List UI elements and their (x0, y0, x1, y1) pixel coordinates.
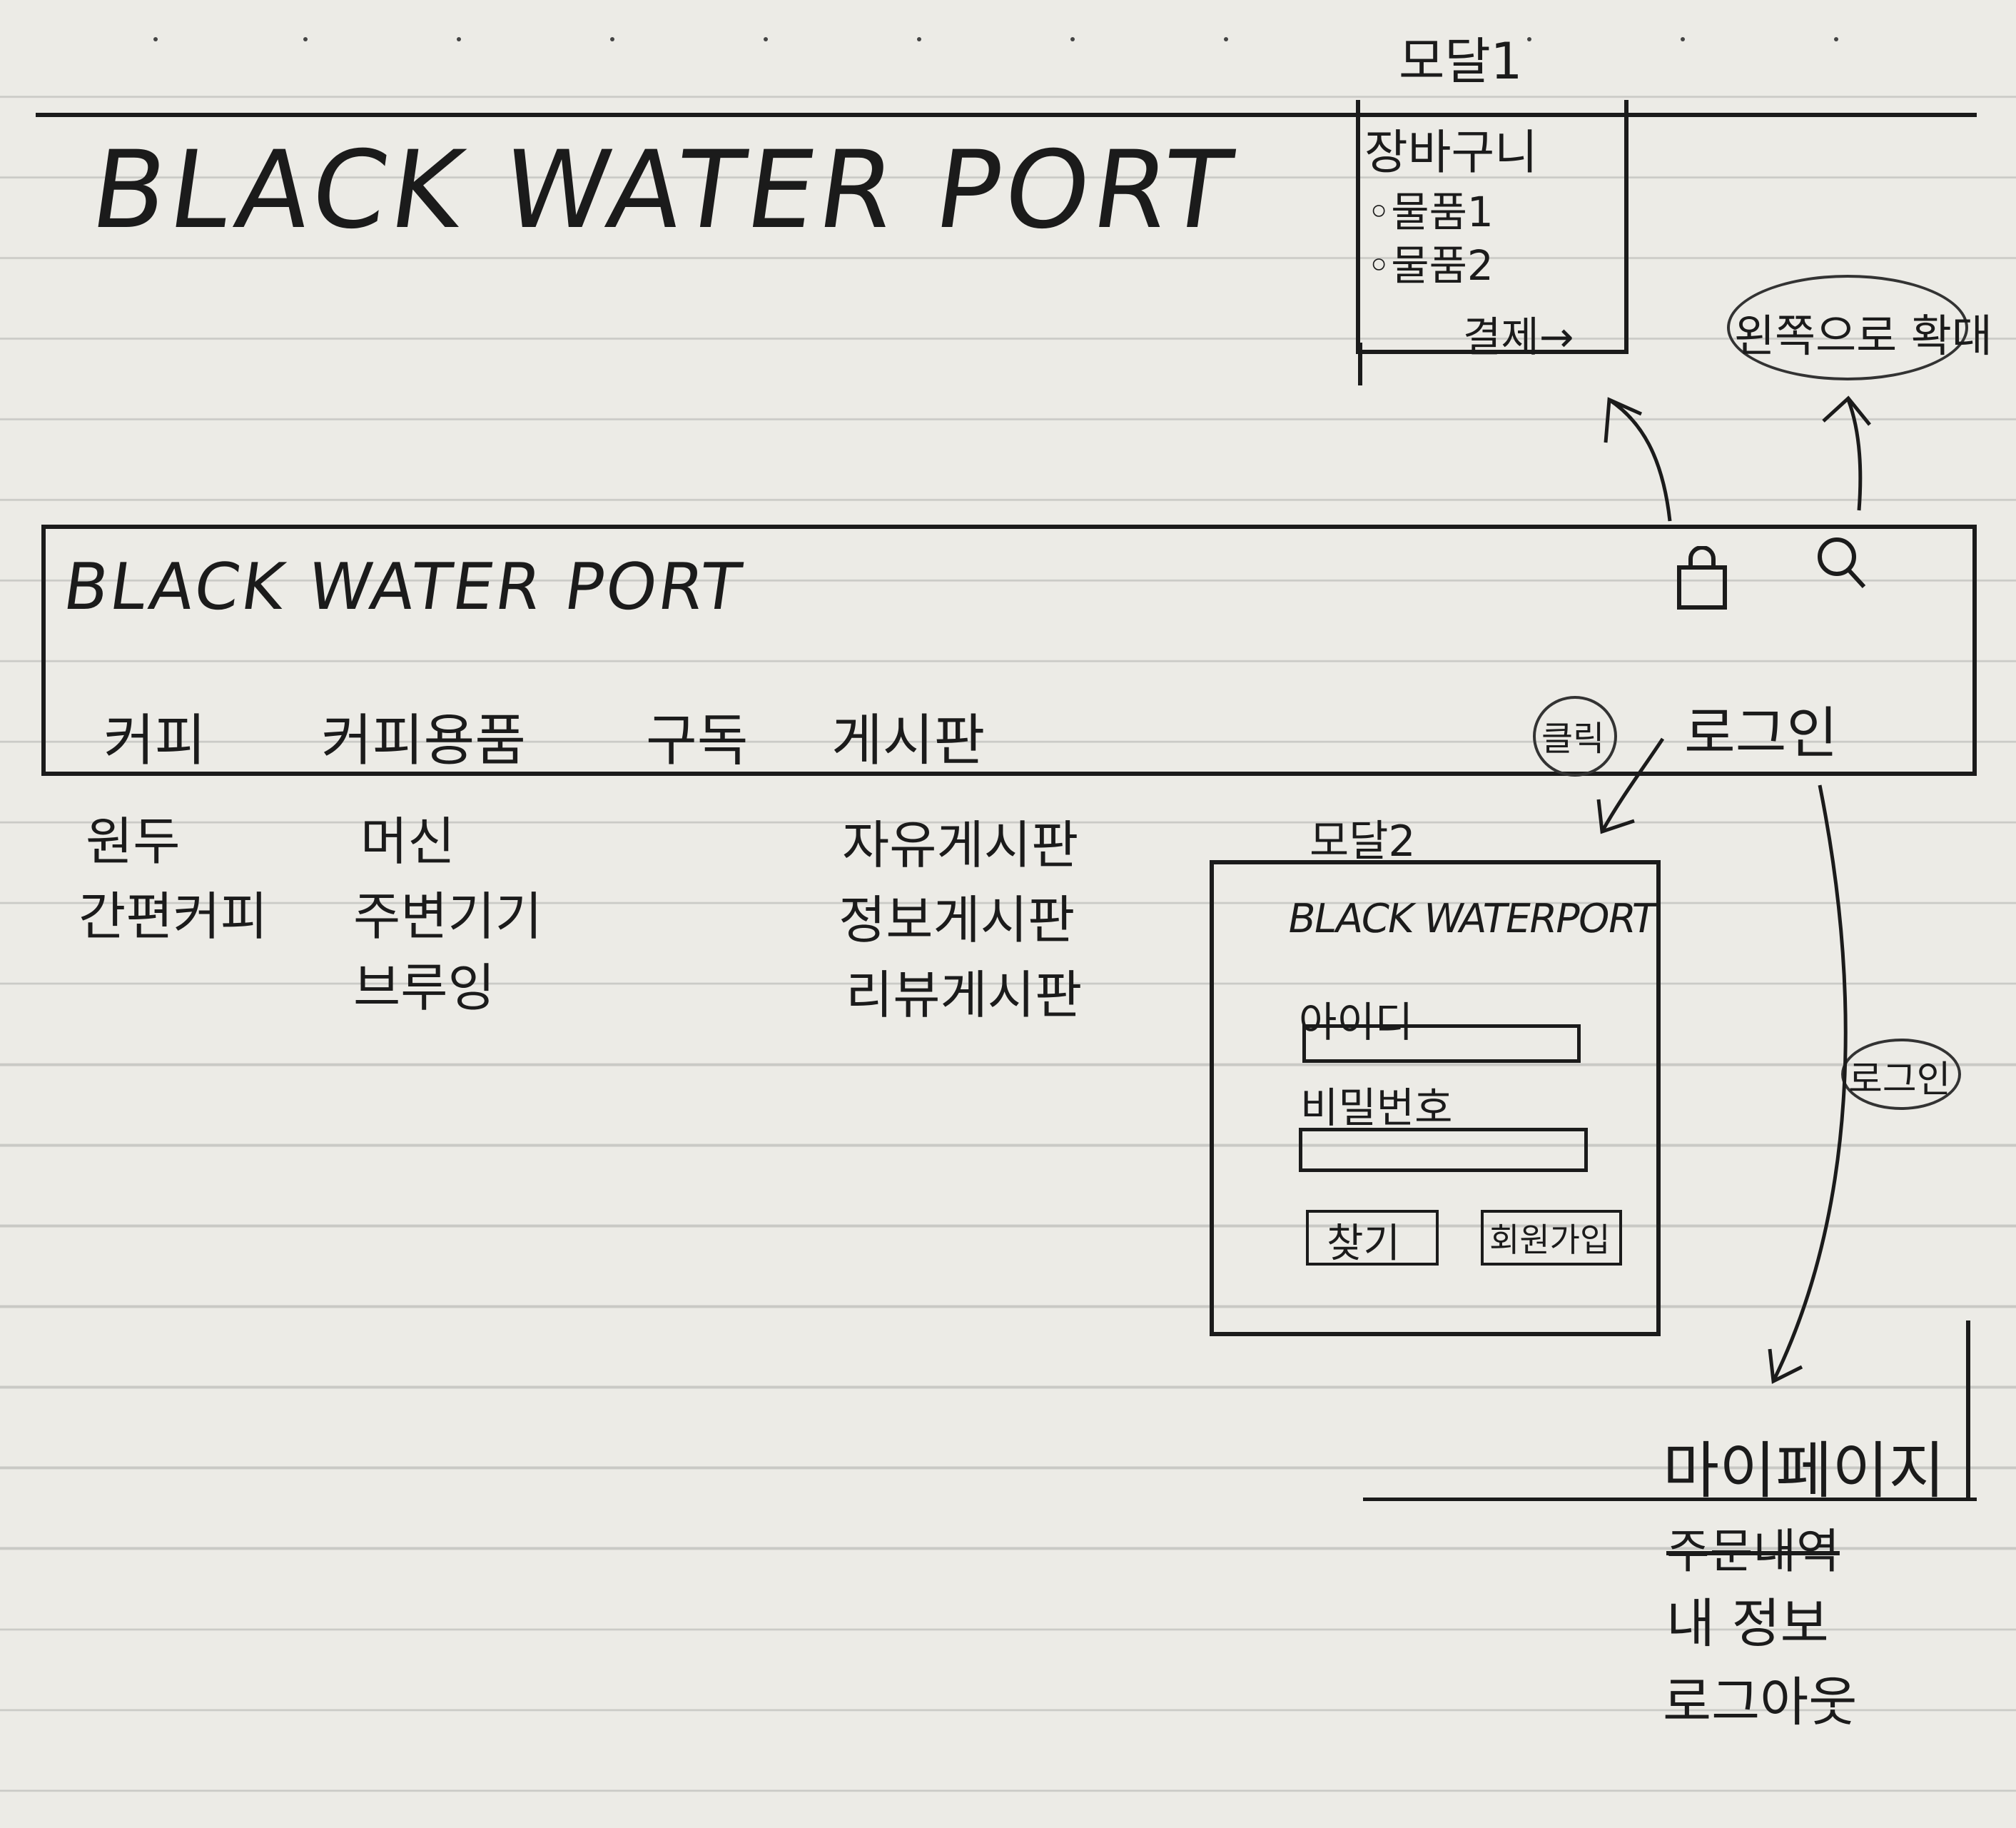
modal1-label: 모달1 (1399, 32, 1523, 91)
click-note-oval (1533, 696, 1617, 777)
submenu-item[interactable]: 브루잉 (353, 958, 495, 1018)
mypage-struck-item: 주문내역 (1666, 1524, 1840, 1579)
paper-dot (1527, 37, 1531, 41)
top-title: BLACK WATER PORT (83, 128, 1243, 253)
modal2-login (1210, 860, 1661, 1336)
signup-button-label: 회원가입 (1489, 1221, 1611, 1259)
modal1-title: 장바구니 (1364, 125, 1538, 180)
submenu-item[interactable]: 원두 (86, 812, 181, 872)
id-input[interactable] (1302, 1024, 1581, 1063)
login-button[interactable]: 로그인 (1684, 702, 1838, 766)
signup-button[interactable]: 회원가입 (1481, 1210, 1622, 1266)
modal1-stub (1358, 343, 1362, 385)
site-header (41, 525, 1977, 776)
nav-item-supplies[interactable]: 커피용품 (321, 709, 527, 773)
search-note-oval (1727, 275, 1968, 380)
mypage-right-line (1966, 1320, 1970, 1499)
paper-dot (1070, 37, 1075, 41)
search-note: 왼쪽으로 확대 (1734, 310, 1992, 362)
cart-item: ◦물품1 (1367, 188, 1494, 236)
submenu-item[interactable]: 자유게시판 (842, 815, 1079, 875)
login-note: 로그인 (1848, 1059, 1951, 1101)
paper-dot (610, 37, 614, 41)
nav-item-coffee[interactable]: 커피 (103, 709, 206, 773)
submenu-item[interactable]: 정보게시판 (839, 890, 1075, 950)
search-icon[interactable] (1813, 528, 1870, 592)
paper-dot (457, 37, 461, 41)
mypage-item[interactable]: 로그아웃 (1663, 1672, 1858, 1733)
find-button[interactable]: 찾기 (1306, 1210, 1439, 1267)
modal1-cart (1356, 100, 1628, 354)
modal2-logo: BLACK WATERPORT (1284, 896, 1659, 942)
modal2-label: 모달2 (1310, 817, 1416, 867)
paper-dot (303, 37, 308, 41)
checkout-button[interactable]: 결제→ (1463, 313, 1574, 361)
paper-dot (917, 37, 921, 41)
submenu-item[interactable]: 머신 (360, 812, 455, 872)
submenu-item[interactable]: 리뷰게시판 (846, 965, 1083, 1025)
password-input[interactable] (1299, 1128, 1588, 1172)
bag-icon[interactable] (1673, 546, 1731, 610)
paper-dot (764, 37, 768, 41)
mypage-title[interactable]: 마이페이지 (1663, 1435, 1945, 1507)
nav-item-board[interactable]: 게시판 (831, 709, 986, 773)
submenu-item[interactable]: 간편커피 (78, 887, 268, 946)
paper-dot (153, 37, 158, 41)
paper-dot (1834, 37, 1838, 41)
paper-dot (1681, 37, 1685, 41)
paper-dot (1224, 37, 1228, 41)
id-label: 아이디 (1299, 998, 1414, 1046)
mypage-item[interactable]: 내 정보 (1666, 1593, 1829, 1655)
nav-item-subscription[interactable]: 구독 (646, 709, 749, 773)
find-button-label: 찾기 (1327, 1221, 1401, 1267)
click-note: 클릭 (1541, 719, 1605, 759)
cart-item: ◦물품2 (1367, 241, 1494, 290)
site-logo[interactable]: BLACK WATER PORT (59, 550, 748, 625)
header-top-line (36, 113, 1977, 117)
mypage-divider (1363, 1498, 1977, 1501)
submenu-item[interactable]: 주변기기 (353, 887, 542, 946)
pw-label: 비밀번호 (1300, 1084, 1453, 1132)
